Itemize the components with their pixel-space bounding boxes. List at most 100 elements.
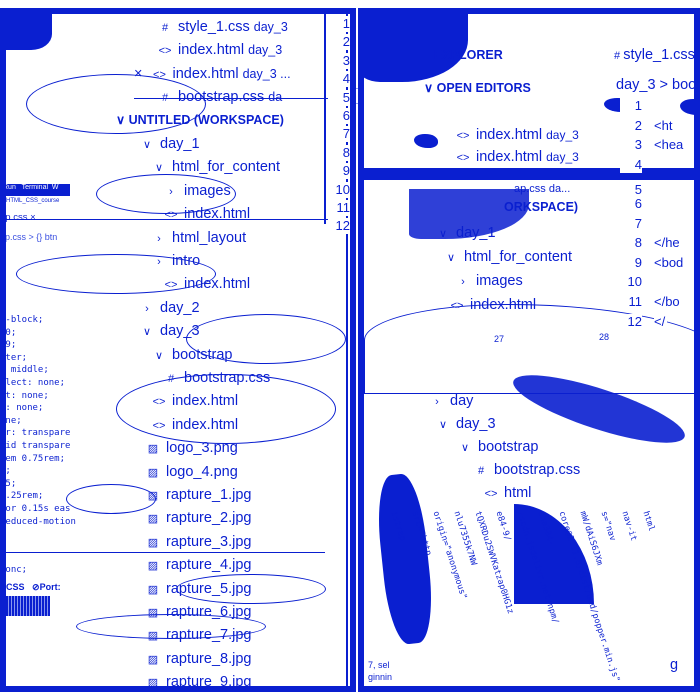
chevron-down-icon: ∨ bbox=[424, 81, 437, 95]
html-file-icon: <> bbox=[484, 488, 498, 500]
code-line: 00; bbox=[0, 327, 17, 338]
tree-item[interactable]: ∨html_for_content bbox=[152, 158, 280, 177]
code-line: or: transpare bbox=[0, 428, 71, 439]
html-file-icon: <> bbox=[164, 279, 178, 292]
image-file-icon: ▨ bbox=[147, 583, 159, 596]
line-number: 3 bbox=[620, 137, 642, 154]
open-editor-item[interactable]: <>index.html day_3 bbox=[456, 127, 579, 143]
tree-item[interactable]: ▨rapture_9.jpg bbox=[147, 674, 252, 691]
footer-text: 7, sel bbox=[368, 660, 390, 670]
tree-item[interactable]: <>index.html bbox=[152, 416, 239, 433]
open-editor-item-partial[interactable]: ap.css da... bbox=[514, 183, 571, 195]
line-number: 4 bbox=[620, 156, 642, 173]
code-fragment: istrap bbox=[388, 510, 408, 543]
code-line: m; bbox=[0, 466, 11, 477]
tree-item[interactable]: ∨day_1 bbox=[436, 224, 496, 243]
tree-item[interactable]: ▨rapture_7.jpg bbox=[147, 627, 252, 644]
tree-item[interactable]: #bootstrap.css bbox=[164, 369, 270, 388]
tree-item[interactable]: ▨rapture_5.jpg bbox=[147, 580, 252, 597]
close-icon[interactable]: × bbox=[30, 212, 36, 223]
menu-run[interactable]: Run bbox=[3, 184, 16, 191]
menu-window[interactable]: W bbox=[51, 184, 59, 191]
html-file-icon: <> bbox=[153, 68, 166, 81]
chevron-down-icon: ∨ bbox=[142, 326, 152, 339]
tree-item[interactable]: <>html bbox=[484, 485, 532, 501]
code-snippet: e-block;00;29;nter;: middle;elect: none;… bbox=[0, 314, 76, 528]
tree-item[interactable]: ›day bbox=[430, 392, 473, 411]
status-css[interactable]: CSS bbox=[6, 582, 25, 592]
mark-label: 27 bbox=[494, 334, 505, 344]
tree-item[interactable]: #bootstrap.css bbox=[474, 461, 580, 480]
line-number: 9 bbox=[620, 254, 642, 271]
html-file-icon: <> bbox=[456, 130, 470, 142]
tree-item[interactable]: ∨day_3 bbox=[140, 322, 200, 341]
code-fragment: e84-9/ bbox=[493, 510, 513, 543]
tree-item[interactable]: ▨rapture_8.jpg bbox=[147, 650, 252, 667]
chevron-down-icon: ∨ bbox=[446, 252, 456, 264]
chevron-right-icon: › bbox=[145, 302, 149, 315]
line-number: 8 bbox=[620, 235, 642, 252]
code-line: lid transpare bbox=[0, 440, 71, 451]
open-editors-heading[interactable]: ∨ OPEN EDITORS bbox=[424, 81, 531, 95]
tree-item[interactable]: ∨day_3 bbox=[436, 415, 496, 434]
tree-item[interactable]: ∨bootstrap bbox=[458, 438, 539, 457]
tree-item[interactable]: ▨rapture_3.jpg bbox=[147, 533, 252, 550]
status-port[interactable]: Port: bbox=[39, 582, 61, 592]
tree-item[interactable]: ∨bootstrap bbox=[152, 346, 233, 365]
menu-terminal[interactable]: Terminal bbox=[21, 184, 49, 191]
open-editor-item[interactable]: #style_1.css day_3 bbox=[158, 18, 288, 37]
close-icon[interactable]: × bbox=[134, 65, 143, 82]
tree-item[interactable]: ▨rapture_2.jpg bbox=[147, 510, 252, 527]
code-line: rem 0.75rem; bbox=[0, 453, 66, 464]
image-file-icon: ▨ bbox=[147, 560, 159, 573]
tree-item[interactable]: ›images bbox=[164, 182, 231, 201]
tree-item[interactable]: ›images bbox=[456, 272, 523, 291]
open-editor-item[interactable]: ×<>index.html day_3 ... bbox=[134, 65, 291, 82]
css-file-icon: # bbox=[477, 465, 485, 477]
open-editor-item[interactable]: <>index.html day_3 bbox=[158, 42, 283, 59]
tree-item[interactable]: ›intro bbox=[152, 252, 200, 271]
line-number: 11 bbox=[620, 294, 642, 310]
code-fragment: html bbox=[640, 510, 657, 533]
code-fragment: sha384- bbox=[535, 510, 557, 548]
right-editor-window: EXPLORER ∨ OPEN EDITORS # style_1.css da… bbox=[358, 8, 700, 692]
tree-item[interactable]: ▨logo_3.png bbox=[147, 440, 238, 457]
window-subtitle: HTML_CSS_course bbox=[6, 198, 60, 204]
line-number: 9 bbox=[328, 163, 350, 180]
tree-item[interactable]: ▨rapture_4.jpg bbox=[147, 557, 252, 574]
css-file-icon: # bbox=[161, 92, 169, 105]
chevron-right-icon: › bbox=[435, 396, 439, 408]
tree-item[interactable]: ▨rapture_1.jpg bbox=[147, 487, 252, 503]
workspace-heading[interactable]: ∨ UNTITLED (WORKSPACE) bbox=[116, 112, 284, 127]
image-file-icon: ▨ bbox=[147, 513, 159, 526]
line-number: 12 bbox=[328, 218, 350, 235]
line-number: 7 bbox=[620, 215, 642, 232]
css-file-icon: # bbox=[161, 22, 169, 34]
line-number: 8 bbox=[328, 144, 350, 161]
line-number: 5 bbox=[328, 89, 350, 106]
tree-item[interactable]: ∨day_1 bbox=[140, 135, 200, 154]
tree-item[interactable]: <>index.html bbox=[164, 206, 251, 223]
tree-item[interactable]: <>index.html bbox=[164, 276, 251, 293]
code-line: </bo bbox=[654, 294, 682, 310]
open-editor-item[interactable]: #bootstrap.css da bbox=[158, 88, 282, 107]
menu-bar: Run Terminal W bbox=[3, 184, 70, 196]
line-number: 3 bbox=[328, 52, 350, 69]
chevron-down-icon: ∨ bbox=[116, 112, 129, 127]
tree-item[interactable]: ∨html_for_content bbox=[444, 248, 572, 267]
chevron-down-icon: ∨ bbox=[438, 228, 448, 240]
divider-bar bbox=[364, 168, 694, 180]
tree-item[interactable]: <>index.html bbox=[450, 297, 537, 313]
code-line: elect: none; bbox=[0, 377, 66, 388]
line-number: 2 bbox=[328, 34, 350, 51]
editor-tab[interactable]: ap.css × bbox=[6, 212, 36, 223]
code-line: lor 0.15s eas bbox=[0, 503, 71, 514]
open-editor-item[interactable]: <>index.html day_3 bbox=[456, 149, 579, 165]
editor-tab[interactable]: # style_1.css bbox=[614, 47, 695, 63]
tree-item[interactable]: <>index.html bbox=[152, 393, 239, 410]
html-file-icon: <> bbox=[456, 152, 470, 164]
tree-item[interactable]: ›html_layout bbox=[152, 229, 246, 248]
tree-item[interactable]: ▨logo_4.png bbox=[147, 463, 238, 480]
tree-item[interactable]: ▨rapture_6.jpg bbox=[147, 604, 252, 620]
tree-item[interactable]: ›day_2 bbox=[140, 299, 199, 318]
